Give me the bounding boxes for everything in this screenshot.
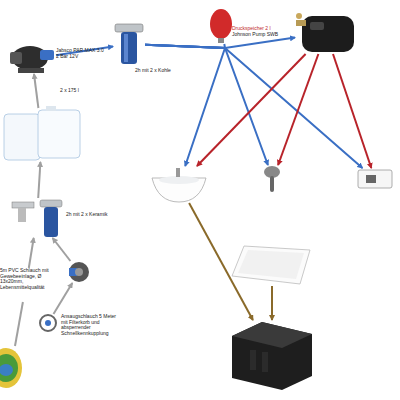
component-label: Ansaugschlauch 5 Meter mit Filterkorb un… (61, 314, 123, 336)
pipe-connector (15, 302, 23, 346)
tank-icon (4, 106, 80, 160)
component-node: 2 x 175 l (2, 108, 82, 162)
filter-icon (12, 200, 62, 237)
component-node (356, 168, 394, 190)
component-node (295, 12, 357, 54)
pipe-connector (53, 238, 71, 261)
shower-tray-icon (232, 246, 310, 284)
pipe-connector (38, 162, 40, 198)
component-label: Johnson Pump SWB (232, 32, 296, 38)
component-node (232, 244, 312, 286)
pipe-connector (29, 238, 34, 268)
accumulator-icon (210, 9, 232, 43)
boiler-icon (296, 13, 354, 52)
component-node (262, 165, 284, 193)
pipe-connector (145, 45, 225, 166)
pipe-connector (333, 54, 371, 168)
component-node (0, 346, 22, 390)
pipe-connector (278, 54, 318, 165)
component-label: Jabsco PAR MAX 3.0 (56, 48, 116, 54)
pipe-connector (34, 74, 38, 108)
component-label: 2 x 175 l (60, 88, 100, 94)
component-node (68, 261, 90, 283)
pipe-connector (145, 44, 225, 48)
water-source-icon (0, 348, 22, 388)
component-node: Druckspeicher 2 lJohnson Pump SWB (208, 8, 234, 44)
shower-icon (264, 166, 280, 192)
component-label: 2h mit 2 x Keramik (66, 212, 126, 218)
filter-icon (115, 24, 143, 64)
component-node: 5m PVC Schlauch mit Gewebeeinlage, Ø 13x… (0, 268, 52, 302)
pipe-connector (189, 203, 253, 320)
component-node: 2h mit 2 x Kohle (113, 22, 145, 66)
pipe-connector (271, 286, 273, 320)
component-node: 2h mit 2 x Keramik (10, 198, 64, 238)
grey-tank-icon (232, 322, 312, 390)
pipe-connector (197, 54, 306, 166)
pipe-connector (54, 283, 73, 314)
component-node (150, 166, 208, 203)
component-label: 5m PVC Schlauch mit Gewebeeinlage, Ø 13x… (0, 268, 52, 290)
component-label: Druckspeicher 2 l (232, 26, 296, 32)
outlet-icon (358, 170, 392, 188)
component-label: 2h mit 2 x Kohle (135, 68, 185, 74)
sink-icon (152, 168, 206, 202)
pump-icon (10, 46, 54, 73)
pipe-connector (145, 45, 362, 168)
pipe-connector (145, 38, 295, 48)
coupling-icon (40, 315, 56, 331)
component-node: Jabsco PAR MAX 3.02 Bar 12V (8, 44, 56, 74)
pump-icon (69, 262, 89, 282)
component-node (230, 320, 314, 390)
component-label: 2 Bar 12V (56, 54, 116, 60)
pipe-connector (145, 45, 268, 165)
component-node: Ansaugschlauch 5 Meter mit Filterkorb un… (39, 314, 57, 332)
